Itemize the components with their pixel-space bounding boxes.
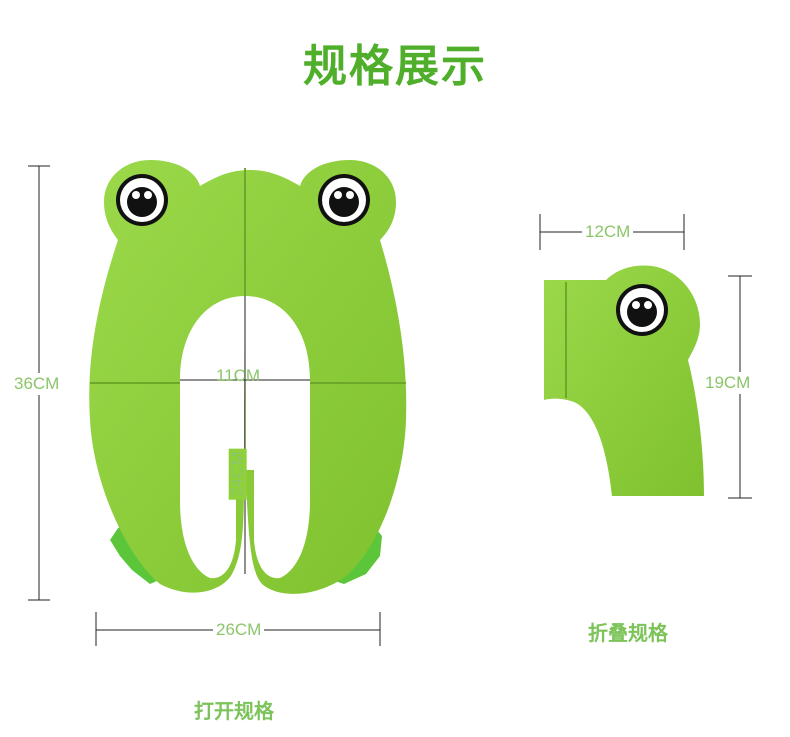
open-seat — [28, 160, 407, 646]
right-eye-icon — [318, 174, 370, 226]
left-eye-icon — [116, 174, 168, 226]
open-caption: 打开规格 — [194, 699, 274, 723]
folded-seat — [539, 214, 752, 499]
folded-height-label: 19CM — [705, 372, 751, 394]
folded-eye-icon — [616, 284, 668, 336]
open-height-label: 36CM — [14, 373, 60, 395]
hole-height-label: 24CM — [228, 448, 247, 500]
open-width-label: 26CM — [213, 621, 265, 639]
folded-width-label: 12CM — [582, 223, 634, 241]
hole-width-label: 11CM — [216, 366, 261, 385]
page-title: 规格展示 — [303, 41, 487, 92]
open-seat-body — [89, 160, 407, 594]
folded-caption: 折叠规格 — [588, 621, 668, 645]
